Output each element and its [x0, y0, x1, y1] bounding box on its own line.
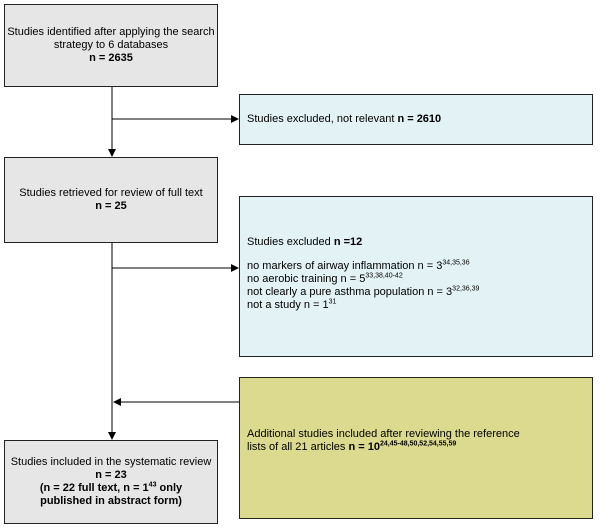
retrieved-studies-box: Studies retrieved for review of full tex… — [4, 157, 218, 243]
retrieved-line1: Studies retrieved for review of full tex… — [19, 187, 203, 199]
excluded-not-relevant-count: n = 2610 — [397, 113, 442, 125]
identified-count: n = 2635 — [89, 52, 133, 64]
included-studies-box: Studies included in the systematic revie… — [4, 440, 218, 524]
exclusion-reason: not clearly a pure asthma population n =… — [247, 285, 480, 298]
included-count: n = 23 — [95, 469, 127, 481]
excluded-not-relevant-box: Studies excluded, not relevant n = 2610 — [239, 94, 593, 145]
additional-refs: 24,45-48,50,52,54,55,59 — [379, 440, 457, 448]
additional-line2: lists of all 21 articles n = 1024,45-48,… — [247, 440, 457, 453]
exclusion-reason: no markers of airway inflammation n = 33… — [247, 259, 470, 272]
excluded-heading-count: n =12 — [333, 236, 363, 248]
reason-refs: 33,38,40-42 — [365, 272, 403, 280]
retrieved-count: n = 25 — [95, 200, 127, 212]
reason-refs: 34,35,36 — [442, 259, 470, 267]
reason-refs: 32,36,39 — [452, 285, 480, 293]
included-detail1: (n = 22 full text, n = 143 only — [39, 481, 183, 494]
excluded-reasons-box: Studies excluded n =12 no markers of air… — [239, 196, 593, 357]
identified-line2: strategy to 6 databases — [53, 39, 169, 51]
reason-refs: 31 — [328, 298, 337, 306]
additional-count: n = 10 — [348, 441, 380, 453]
exclusion-reason: no aerobic training n = 533,38,40-42 — [247, 272, 403, 285]
included-ref: 43 — [148, 481, 157, 489]
included-line1: Studies included in the systematic revie… — [10, 456, 212, 468]
exclusion-reason: not a study n = 131 — [247, 298, 337, 311]
identified-studies-box: Studies identified after applying the se… — [4, 4, 218, 87]
excluded-heading: Studies excluded n =12 — [247, 236, 363, 248]
identified-line1: Studies identified after applying the se… — [7, 26, 215, 38]
additional-studies-box: Additional studies included after review… — [239, 377, 593, 519]
included-detail2: published in abstract form) — [40, 495, 182, 507]
excluded-not-relevant-text: Studies excluded, not relevant n = 2610 — [247, 113, 442, 125]
additional-line1: Additional studies included after review… — [247, 428, 520, 440]
